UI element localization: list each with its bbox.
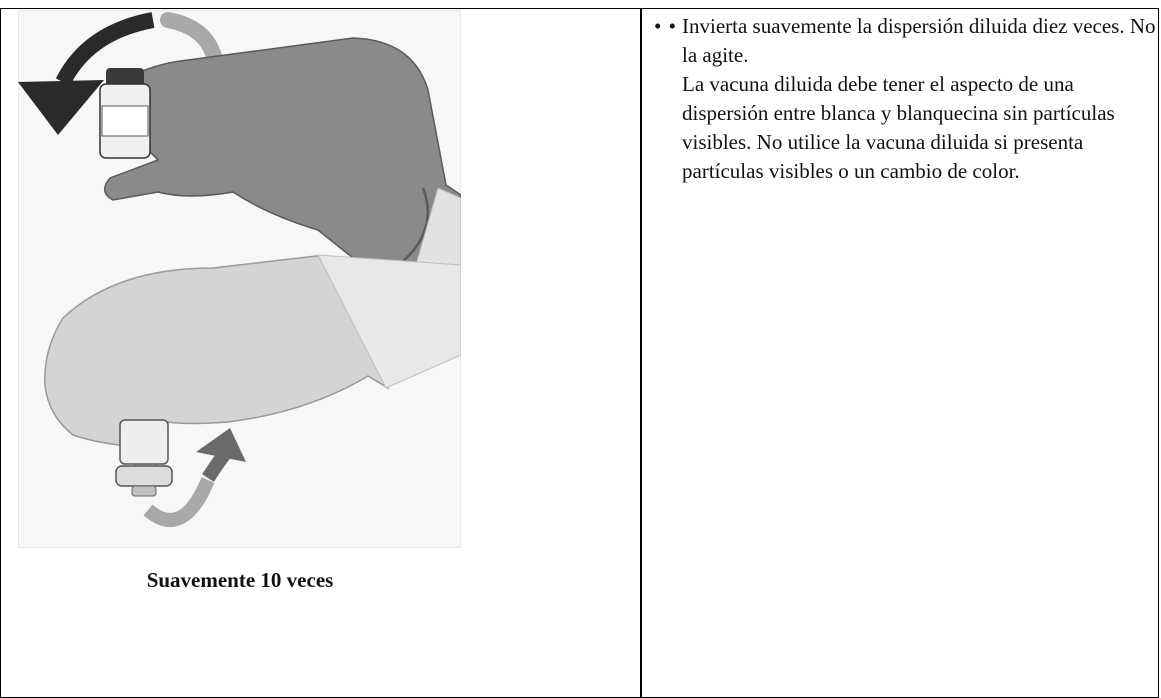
- instruction-line: Invierta suavemente la dispersión diluid…: [682, 14, 1156, 67]
- column-divider: [640, 8, 642, 698]
- instruction-list: • • Invierta suavemente la dispersión di…: [654, 12, 1160, 186]
- figure-caption: Suavemente 10 veces: [146, 568, 334, 592]
- instruction-line: La vacuna diluida debe tener el aspecto …: [682, 72, 1115, 183]
- instruction-text: Invierta suavemente la dispersión diluid…: [682, 12, 1160, 186]
- bullet-marker: • •: [654, 14, 677, 38]
- list-item: • • Invierta suavemente la dispersión di…: [654, 12, 1160, 186]
- hands-inverting-vial-illustration: [18, 10, 461, 548]
